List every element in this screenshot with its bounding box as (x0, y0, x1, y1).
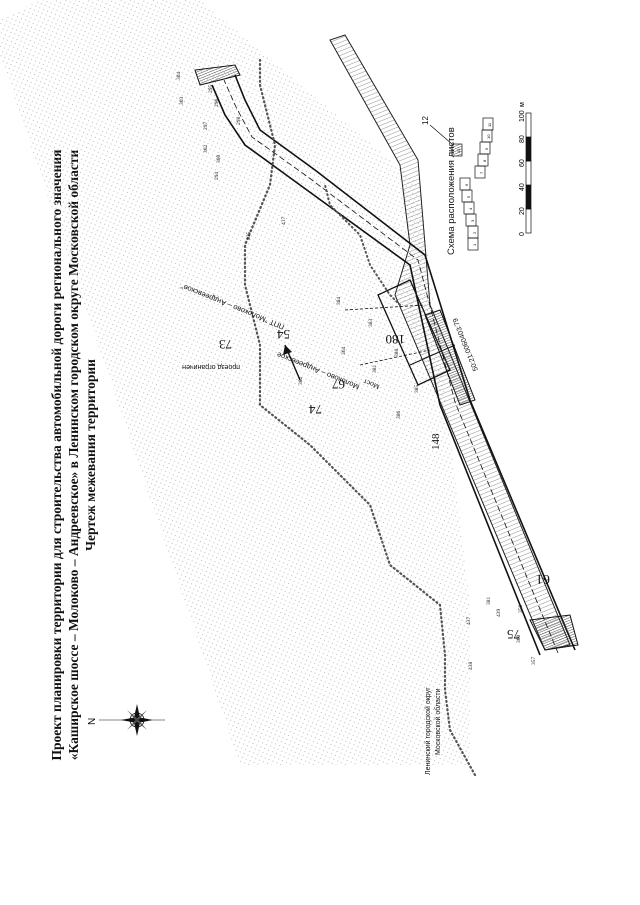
scale-tick: 80 (519, 135, 526, 143)
zone-number-74: 74 (309, 402, 323, 417)
zone-number-61: 61 (536, 571, 550, 586)
scale-bar: 0 20 40 60 80 100 м (519, 102, 532, 236)
sheet-cell-label: 3 (470, 219, 475, 222)
point-number: 388 (394, 349, 400, 358)
sheet-pointer-line (429, 124, 453, 145)
parcel-74 (377, 279, 451, 386)
scale-tick: 0 (519, 232, 526, 236)
point-numbers: 303 304 295 296 297 302 300 298 294 417 … (176, 72, 537, 671)
scale-tick: 60 (519, 159, 526, 167)
sheet-cell-label: 10 (486, 134, 491, 139)
dimension-line-2 (344, 304, 426, 311)
sheet-cell-label: 1 (472, 243, 477, 246)
sheet-cell-label: 12 (456, 148, 461, 153)
sheet-cell-selected (451, 143, 463, 157)
point-number: 437 (466, 617, 472, 626)
point-number: 300 (216, 155, 222, 164)
point-number: 438 (468, 662, 474, 671)
sheet-cell-label: 4 (468, 207, 473, 210)
district-boundary-2 (324, 184, 401, 306)
road-edge-upper (211, 84, 541, 656)
point-number: 295 (208, 85, 214, 94)
sheet-cell-label: 8 (482, 159, 487, 162)
scale-seg (525, 112, 532, 138)
point-number: 302 (203, 145, 209, 154)
parcel-61 (329, 34, 571, 651)
restriction-arrowhead (283, 345, 292, 355)
point-number: 360 (516, 635, 522, 644)
district-label-line-2: Московской области (434, 688, 442, 755)
point-number: 304 (176, 72, 182, 81)
zone-number-75: 75 (507, 627, 520, 642)
compass-rose (99, 704, 165, 736)
district-label-line-1: Ленинский городской округ (424, 687, 432, 775)
point-number: 359 (518, 605, 524, 614)
parcel-75 (529, 614, 579, 651)
point-number: 294 (214, 172, 220, 181)
sheet-cell-label: 9 (484, 147, 489, 150)
point-number: 386 (396, 411, 402, 420)
terrain-dots (0, 0, 470, 765)
point-number: 381 (486, 597, 492, 606)
dimension-line-1 (359, 349, 431, 366)
scale-seg (525, 160, 532, 186)
point-number: 364 (341, 347, 347, 356)
sheet-pointer-label: 12 (421, 116, 430, 125)
scale-tick: 40 (519, 183, 526, 191)
point-number: 296 (214, 99, 220, 108)
point-number: 385 (414, 385, 420, 394)
scale-seg (525, 208, 532, 234)
zone-number-67: 67 (332, 377, 346, 392)
sheet-scheme: 12 1 2 3 4 5 6 7 8 9 10 11 12 (421, 116, 494, 251)
point-number: 435 (246, 232, 252, 241)
point-number: 303 (179, 97, 185, 106)
scale-tick-labels: 0 20 40 60 80 100 м (519, 102, 526, 236)
point-number: 298 (236, 117, 242, 126)
sheet-grid (451, 117, 494, 251)
district-boundary (243, 58, 477, 777)
scale-tick: 100 (519, 110, 526, 122)
sheet-cell-label: 11 (487, 122, 492, 127)
scale-seg (525, 184, 532, 210)
point-number: 382 (298, 377, 304, 386)
zone-number-180: 180 (386, 332, 406, 347)
scale-tick: 20 (519, 207, 526, 215)
sheet-cell-label: 5 (466, 195, 471, 198)
zone-number-54: 54 (277, 327, 291, 342)
point-number: 381 (372, 365, 378, 374)
sheet-cell (459, 177, 471, 191)
point-number: 439 (496, 609, 502, 618)
point-number: 383 (368, 319, 374, 328)
point-number: 357 (531, 657, 537, 666)
scale-unit: м (519, 102, 526, 107)
road-axis (223, 79, 559, 654)
point-number: 384 (336, 297, 342, 306)
sheet-cell-label: 6 (464, 183, 469, 186)
sheet-cell-label: 7 (479, 171, 484, 174)
parcel-180-strip (424, 309, 476, 406)
zone-number-73: 73 (219, 337, 232, 352)
point-number: 417 (281, 217, 287, 226)
sheet-scheme-title: Схема расположения листов (446, 127, 457, 255)
scale-seg (525, 136, 532, 162)
road-end-tip (194, 64, 241, 86)
point-number: 297 (203, 122, 209, 131)
sheet-cell-label: 2 (472, 231, 477, 234)
restriction-label: проезд ограничен (182, 363, 240, 370)
sheet-cell-labels: 1 2 3 4 5 6 7 8 9 10 11 12 (456, 122, 492, 246)
sheet-cell (482, 117, 494, 131)
compass-north-label: N (87, 718, 98, 725)
